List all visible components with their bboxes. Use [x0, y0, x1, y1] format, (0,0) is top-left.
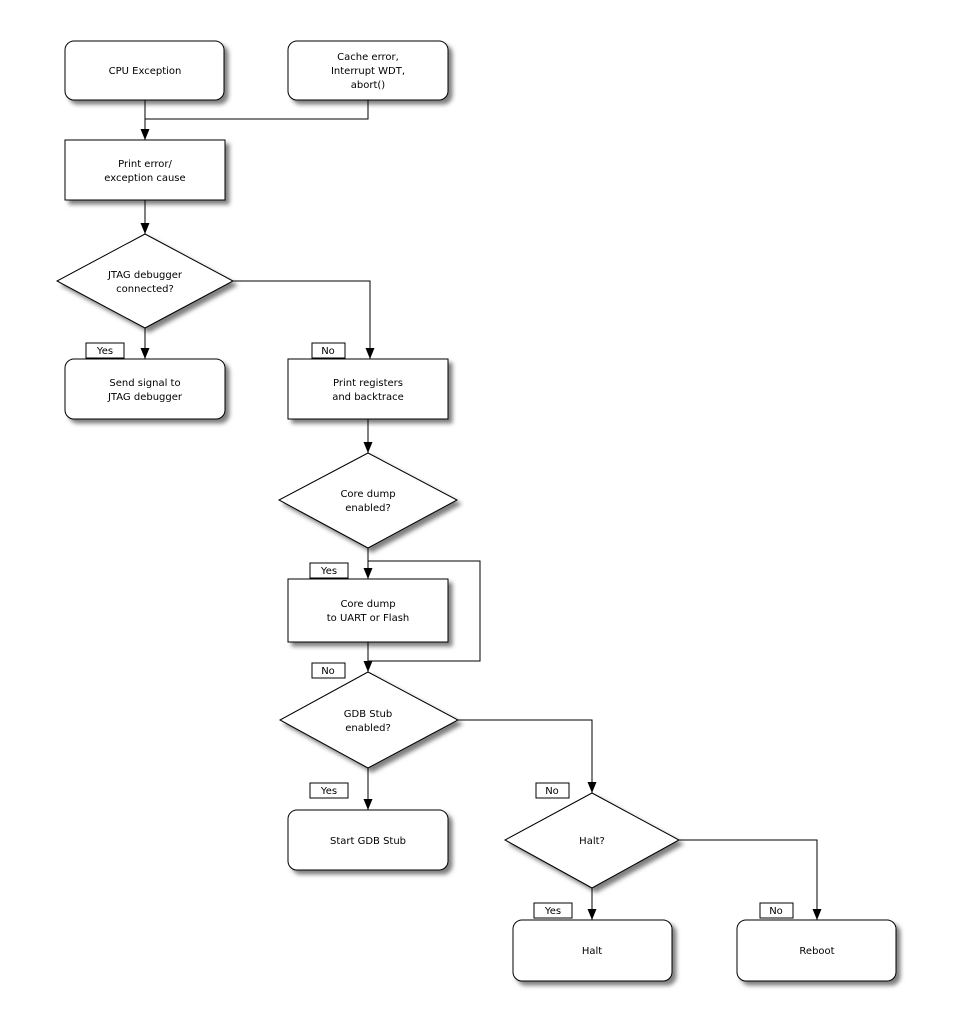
edge-label-box-gdb-yes	[309, 782, 349, 799]
edges-layer	[140, 100, 822, 920]
edge-core-dump-no-bypass	[368, 560, 481, 662]
decision-gdb-stub-enabled-label-line1: GDB Stub	[344, 709, 392, 720]
edge-label-box-gdb-no	[535, 782, 570, 799]
edge-label-box-core-dump-no	[311, 662, 346, 679]
decision-gdb-stub-enabled-label-line2: enabled?	[345, 723, 391, 734]
node-cache-error-label-line2: Interrupt WDT,	[331, 66, 405, 77]
edge-label-core-dump-yes: Yes	[320, 566, 337, 577]
edge-jtag-no-to-print-registers	[233, 280, 375, 359]
node-halt-label: Halt	[582, 946, 602, 957]
node-send-signal-label-line1: Send signal to	[109, 378, 180, 389]
node-cache-error-label-line1: Cache error,	[337, 52, 399, 63]
edge-label-box-core-dump-yes	[309, 562, 349, 579]
node-reboot-label: Reboot	[799, 946, 834, 957]
edge-label-jtag-yes: Yes	[96, 346, 113, 357]
node-core-dump-box	[287, 578, 449, 643]
decision-core-dump-enabled-label-line1: Core dump	[340, 489, 395, 500]
node-start-gdb-stub-label: Start GDB Stub	[330, 836, 406, 847]
node-send-signal-label-line2: JTAG debugger	[107, 392, 183, 403]
decision-gdb-stub-enabled-diamond	[278, 671, 460, 769]
edge-label-gdb-yes: Yes	[320, 786, 337, 797]
edge-label-core-dump-no: No	[321, 666, 335, 677]
node-print-registers-label-line2: and backtrace	[332, 392, 404, 403]
edge-label-jtag-no: No	[321, 346, 335, 357]
decision-core-dump-enabled-diamond	[277, 452, 459, 549]
edge-label-gdb-no: No	[545, 786, 559, 797]
decision-halt-question-label: Halt?	[579, 836, 605, 847]
node-core-dump-label-line1: Core dump	[340, 599, 395, 610]
edge-label-box-halt-no	[759, 902, 794, 919]
node-cpu-exception-label: CPU Exception	[109, 66, 182, 77]
node-cache-error-label-line3: abort()	[351, 80, 386, 91]
node-core-dump-label-line2: to UART or Flash	[327, 613, 410, 624]
edge-cache-error-join	[145, 100, 369, 120]
edge-label-box-halt-yes	[533, 902, 573, 919]
edge-label-box-jtag-no	[311, 342, 346, 359]
decision-jtag-connected-label-line2: connected?	[116, 284, 174, 295]
edge-halt-no-to-reboot	[679, 839, 822, 920]
node-print-error-label-line2: exception cause	[104, 173, 185, 184]
decision-jtag-connected-label-line1: JTAG debugger	[107, 270, 183, 281]
edge-gdb-no-to-halt-decision	[458, 719, 597, 793]
edge-label-halt-yes: Yes	[544, 906, 561, 917]
node-print-registers-box	[287, 358, 449, 420]
decision-core-dump-enabled-label-line2: enabled?	[345, 503, 391, 514]
node-print-error-box	[64, 139, 226, 201]
decision-jtag-connected-diamond	[55, 233, 235, 329]
node-text-layer: CPU Exception Cache error, Interrupt WDT…	[104, 52, 834, 957]
shapes-layer	[55, 40, 897, 982]
edge-label-halt-no: No	[769, 906, 783, 917]
edge-label-box-jtag-yes	[85, 342, 125, 359]
node-print-error-label-line1: Print error/	[118, 159, 172, 170]
node-send-signal-box	[64, 358, 226, 420]
edge-labels-layer: Yes No Yes No Yes No Yes No	[85, 342, 794, 919]
node-print-registers-label-line1: Print registers	[333, 378, 403, 389]
